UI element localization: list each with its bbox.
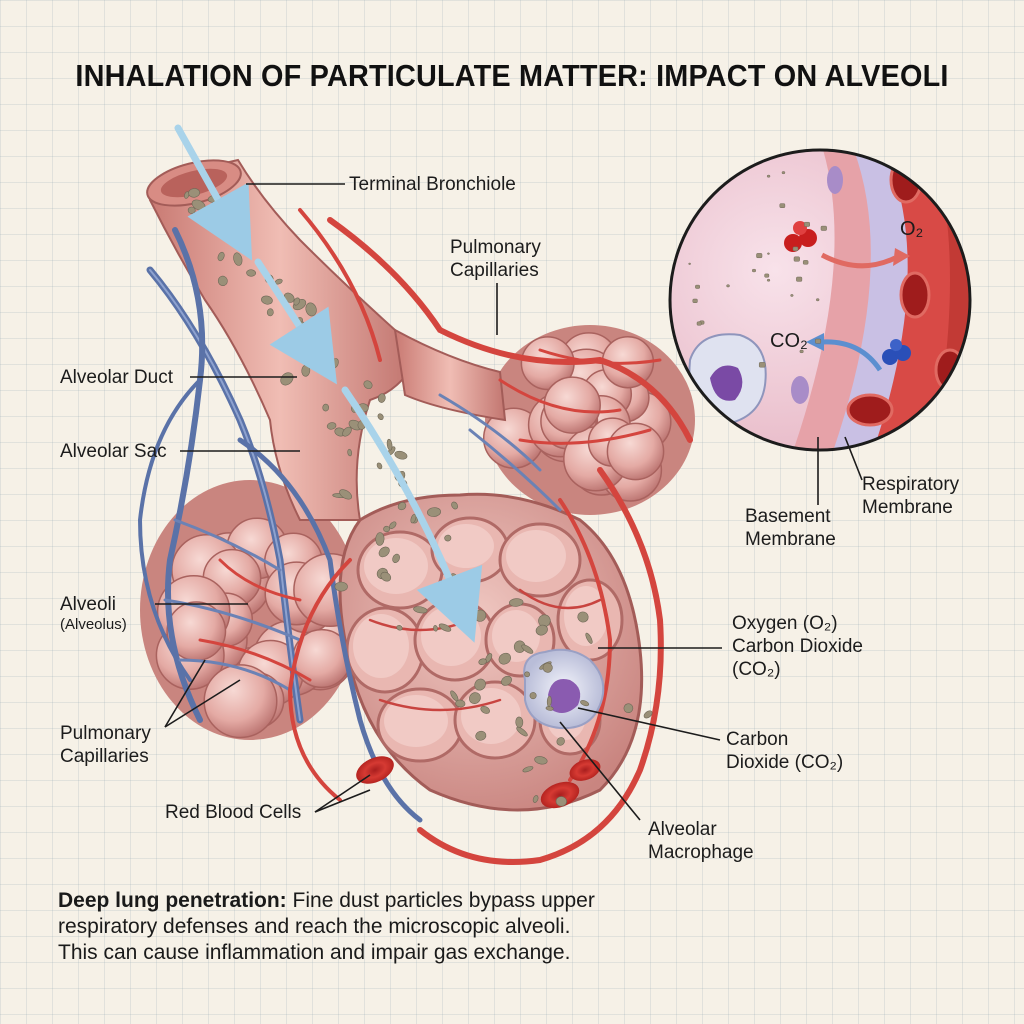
dust-particle	[757, 253, 763, 257]
dust-particle	[727, 285, 730, 287]
label-inset-o2: O₂	[900, 218, 923, 241]
dust-particle	[377, 413, 385, 421]
label-alveolar-duct: Alveolar Duct	[60, 366, 173, 389]
alveolar-chamber-highlight	[506, 530, 566, 582]
alveolar-chamber-highlight	[438, 524, 494, 568]
dust-particle	[697, 322, 701, 326]
label-inset-co2: CO₂	[770, 330, 808, 353]
caption-line-3: This can cause inflammation and impair g…	[58, 941, 570, 964]
label-alveoli: Alveoli (Alveolus)	[60, 593, 127, 634]
alveolus	[607, 423, 663, 479]
dust-particle	[394, 450, 408, 461]
dust-particle	[376, 462, 383, 470]
dust-particle	[816, 299, 819, 301]
dust-particle	[759, 362, 765, 367]
dust-particle	[556, 796, 567, 806]
label-basement-membrane: Basement Membrane	[745, 505, 836, 551]
caption-line-1: Fine dust particles bypass upper	[287, 889, 595, 912]
dust-particle	[796, 277, 802, 281]
dust-particle	[515, 717, 523, 728]
dust-particle	[780, 204, 785, 208]
alveolar-macrophage	[524, 650, 603, 728]
dust-particle	[322, 404, 328, 411]
alveolar-chamber-highlight	[492, 610, 540, 662]
dust-particle	[693, 299, 698, 303]
gas-exchange-inset	[670, 140, 990, 460]
dust-particle	[444, 535, 451, 542]
dust-particle	[815, 339, 821, 343]
dust-particle	[821, 226, 827, 230]
dust-particle	[767, 253, 769, 255]
dust-particle	[436, 587, 442, 593]
dust-particle	[791, 294, 794, 296]
dust-particle	[803, 260, 808, 264]
label-red-blood-cells: Red Blood Cells	[165, 801, 301, 824]
dust-particle	[689, 263, 691, 265]
dust-particle	[386, 439, 392, 451]
label-pulmonary-capillaries-left: Pulmonary Capillaries	[60, 722, 151, 768]
caption: Deep lung penetration: Fine dust particl…	[58, 888, 658, 966]
dust-particle	[765, 274, 769, 277]
label-alveolar-sac: Alveolar Sac	[60, 440, 167, 463]
label-carbon-dioxide: Carbon Dioxide (CO₂)	[726, 728, 843, 774]
alveolar-chamber-highlight	[364, 538, 428, 594]
dust-particle	[793, 247, 798, 251]
dust-particle	[782, 172, 785, 174]
dust-particle	[335, 582, 348, 591]
dust-particle	[804, 222, 809, 226]
caption-line-2: respiratory defenses and reach the micro…	[58, 915, 570, 938]
dust-particle	[547, 696, 552, 707]
dust-particle	[794, 257, 800, 262]
dust-particle	[767, 279, 770, 281]
label-pulmonary-capillaries-top: Pulmonary Capillaries	[450, 236, 541, 282]
dust-particle	[267, 308, 274, 316]
label-terminal-bronchiole: Terminal Bronchiole	[349, 173, 516, 196]
label-alveolar-macrophage: Alveolar Macrophage	[648, 818, 754, 864]
caption-bold: Deep lung penetration:	[58, 889, 287, 912]
label-oxygen-carbon-dioxide: Oxygen (O₂) Carbon Dioxide (CO₂)	[732, 612, 863, 681]
dust-particle	[752, 269, 755, 272]
dust-particle	[188, 207, 195, 214]
dust-particle	[767, 175, 770, 177]
dust-particle	[383, 526, 389, 532]
dust-particle	[695, 285, 699, 288]
upper-right-alveoli-cluster	[484, 325, 695, 515]
label-respiratory-membrane: Respiratory Membrane	[862, 473, 959, 519]
alveolus	[204, 665, 277, 738]
